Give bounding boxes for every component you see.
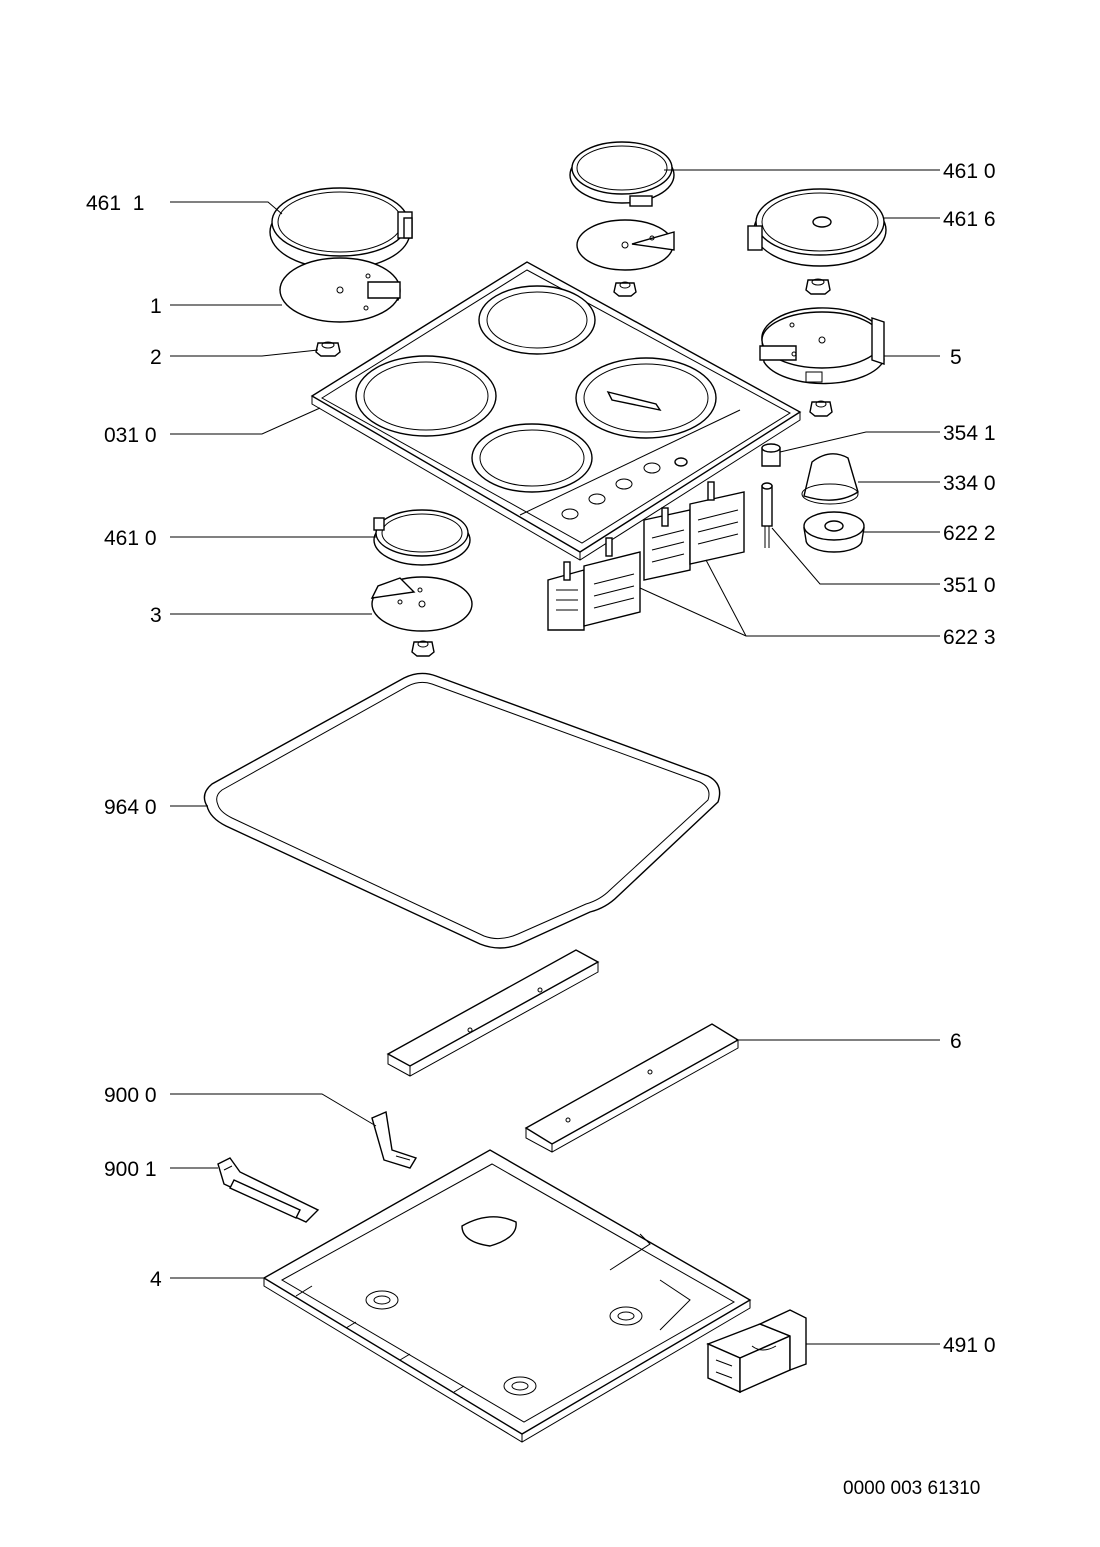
nut-2 [315,341,341,357]
hotplate-461-0-mid [373,509,471,566]
leader-lines [170,169,940,1345]
part-622-2 [803,511,865,553]
disc-3 [370,576,473,632]
rail-lower [524,1023,740,1153]
knob-334-0 [801,453,859,505]
label-3: 3 [150,604,162,627]
bracket-900-1 [217,1157,320,1223]
label-334-0: 334 0 [943,472,996,495]
label-6: 6 [950,1030,962,1053]
label-2: 2 [150,346,162,369]
label-351-0: 351 0 [943,574,996,597]
part-351-0 [761,482,773,548]
hotplate-461-6 [747,188,887,267]
label-461-0-mid: 461 0 [104,527,157,550]
cooktop-031-0 [310,261,802,561]
label-461-6: 461 6 [943,208,996,231]
label-964-0: 964 0 [104,796,157,819]
label-031-0: 031 0 [104,424,157,447]
label-354-1: 354 1 [943,422,996,445]
label-461-1: 461 1 [86,192,144,215]
bracket-900-0 [371,1111,418,1169]
nut-right-lower [809,400,833,417]
switches-622-3 [547,481,745,631]
nut-top-center [613,281,637,297]
hotplate-461-0-top [569,141,675,207]
nut-middle [411,640,435,657]
label-461-0-top: 461 0 [943,160,996,183]
label-1: 1 [150,295,162,318]
gasket-964-0 [203,672,721,949]
part-354-1 [761,443,781,467]
nut-top-right [805,278,831,295]
label-622-2: 622 2 [943,522,996,545]
rail-upper [386,949,600,1077]
cup-5 [759,307,885,385]
document-number: 0000 003 61310 [843,1478,981,1499]
label-900-0: 900 0 [104,1084,157,1107]
disc-top-center [576,219,675,271]
label-491-0: 491 0 [943,1334,996,1357]
hotplate-461-1 [269,187,413,270]
base-tray-4 [262,1149,752,1443]
connector-491-0 [706,1309,807,1394]
label-622-3: 622 3 [943,626,996,649]
disc-1 [279,257,401,323]
label-900-1: 900 1 [104,1158,157,1181]
label-5: 5 [950,346,962,369]
label-4: 4 [150,1268,162,1291]
